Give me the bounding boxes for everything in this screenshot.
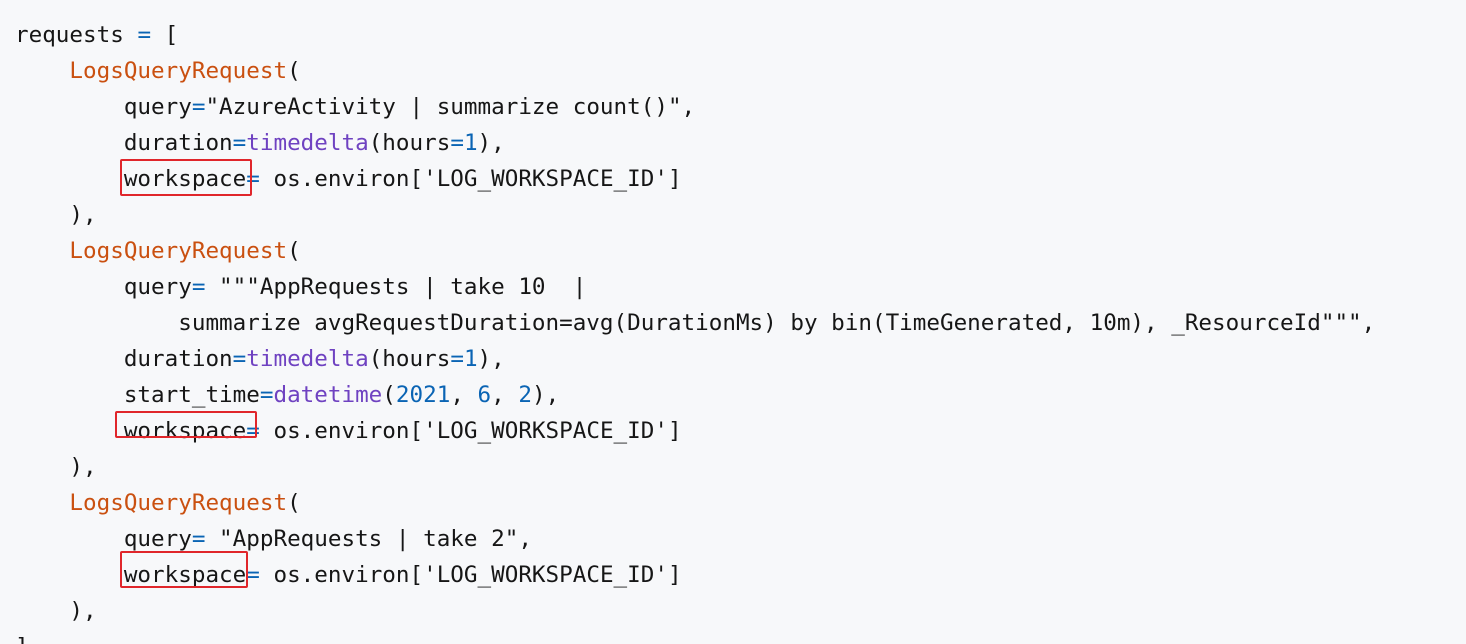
assign-operator: = <box>246 562 260 588</box>
query-value: "AzureActivity | summarize count()", <box>205 94 696 120</box>
hours-value: 1 <box>463 346 478 372</box>
workspace-key: workspace <box>123 562 247 588</box>
code-line-1: requests = [ <box>15 17 1466 53</box>
code-line-12: workspace= os.environ['LOG_WORKSPACE_ID'… <box>15 411 1466 449</box>
timedelta-fn: timedelta <box>246 346 369 372</box>
code-line-13: ), <box>15 449 1466 485</box>
assign-operator: = <box>232 130 247 156</box>
close-args: ), <box>477 130 505 156</box>
assign-operator: = <box>450 346 464 372</box>
duration-key: duration <box>123 130 233 156</box>
workspace-value: os.environ['LOG_WORKSPACE_ID'] <box>259 562 682 588</box>
code-line-14: LogsQueryRequest( <box>15 485 1466 521</box>
query-key: query <box>123 94 192 120</box>
close-args: ), <box>477 346 505 372</box>
workspace-value: os.environ['LOG_WORKSPACE_ID'] <box>259 418 682 444</box>
code-line-2: LogsQueryRequest( <box>15 53 1466 89</box>
code-line-7: LogsQueryRequest( <box>15 233 1466 269</box>
workspace-highlight: workspace <box>119 159 252 197</box>
code-line-11: start_time=datetime(2021, 6, 2), <box>123 382 560 408</box>
hours-key: (hours <box>368 346 451 372</box>
open-paren: ( <box>287 490 301 516</box>
code-line-4: duration=timedelta(hours=1), <box>15 125 1466 161</box>
code-line-18: ] <box>15 629 1466 644</box>
code-line-16: workspace= os.environ['LOG_WORKSPACE_ID'… <box>15 551 1466 593</box>
datetime-year: 2021 <box>395 382 451 408</box>
workspace-key: workspace <box>123 166 247 192</box>
assign-operator: = <box>246 418 260 444</box>
assign-operator: = <box>137 22 152 48</box>
class-name: LogsQueryRequest <box>69 58 288 84</box>
query-key: query <box>123 274 192 300</box>
code-line-9: summarize avgRequestDuration=avg(Duratio… <box>15 305 1466 341</box>
duration-key: duration <box>123 346 233 372</box>
close-item: ), <box>69 598 97 624</box>
open-paren: ( <box>287 238 301 264</box>
assign-operator: = <box>191 526 206 552</box>
class-name: LogsQueryRequest <box>69 490 288 516</box>
workspace-highlight: workspace <box>114 411 257 449</box>
code-line-15: query= "AppRequests | take 2", <box>15 521 1466 557</box>
assign-operator: = <box>232 346 247 372</box>
close-bracket: ] <box>15 634 29 644</box>
code-line-17: ), <box>15 593 1466 629</box>
assign-operator: = <box>246 166 260 192</box>
assign-operator: = <box>191 274 206 300</box>
open-bracket: [ <box>164 22 179 48</box>
code-line-10: duration=timedelta(hours=1), <box>15 341 1466 377</box>
workspace-highlight: workspace <box>119 551 248 593</box>
assign-operator: = <box>450 130 464 156</box>
workspace-key: workspace <box>123 418 247 444</box>
datetime-month: 6 <box>477 382 492 408</box>
query-value: "AppRequests | take 2", <box>205 526 532 552</box>
assign-operator: = <box>259 382 274 408</box>
close-item: ), <box>69 454 97 480</box>
hours-value: 1 <box>463 130 478 156</box>
query-value: """AppRequests | take 10 | <box>205 274 587 300</box>
start-time-key: start_time <box>123 382 260 408</box>
timedelta-fn: timedelta <box>246 130 369 156</box>
code-line-6: ), <box>15 197 1466 233</box>
close-args: ), <box>531 382 560 408</box>
query-key: query <box>123 526 192 552</box>
var-name: requests <box>15 22 124 48</box>
class-name: LogsQueryRequest <box>69 238 288 264</box>
open-paren: ( <box>287 58 301 84</box>
close-item: ), <box>69 202 97 228</box>
code-line-8: query= """AppRequests | take 10 | <box>15 269 1466 305</box>
query-value-continued: summarize avgRequestDuration=avg(Duratio… <box>178 310 1376 336</box>
workspace-value: os.environ['LOG_WORKSPACE_ID'] <box>259 166 682 192</box>
datetime-day: 2 <box>518 382 532 408</box>
assign-operator: = <box>191 94 206 120</box>
hours-key: (hours <box>368 130 451 156</box>
code-line-5: workspace= os.environ['LOG_WORKSPACE_ID'… <box>15 159 1466 197</box>
code-line-3: query="AzureActivity | summarize count()… <box>15 89 1466 125</box>
datetime-fn: datetime <box>273 382 383 408</box>
